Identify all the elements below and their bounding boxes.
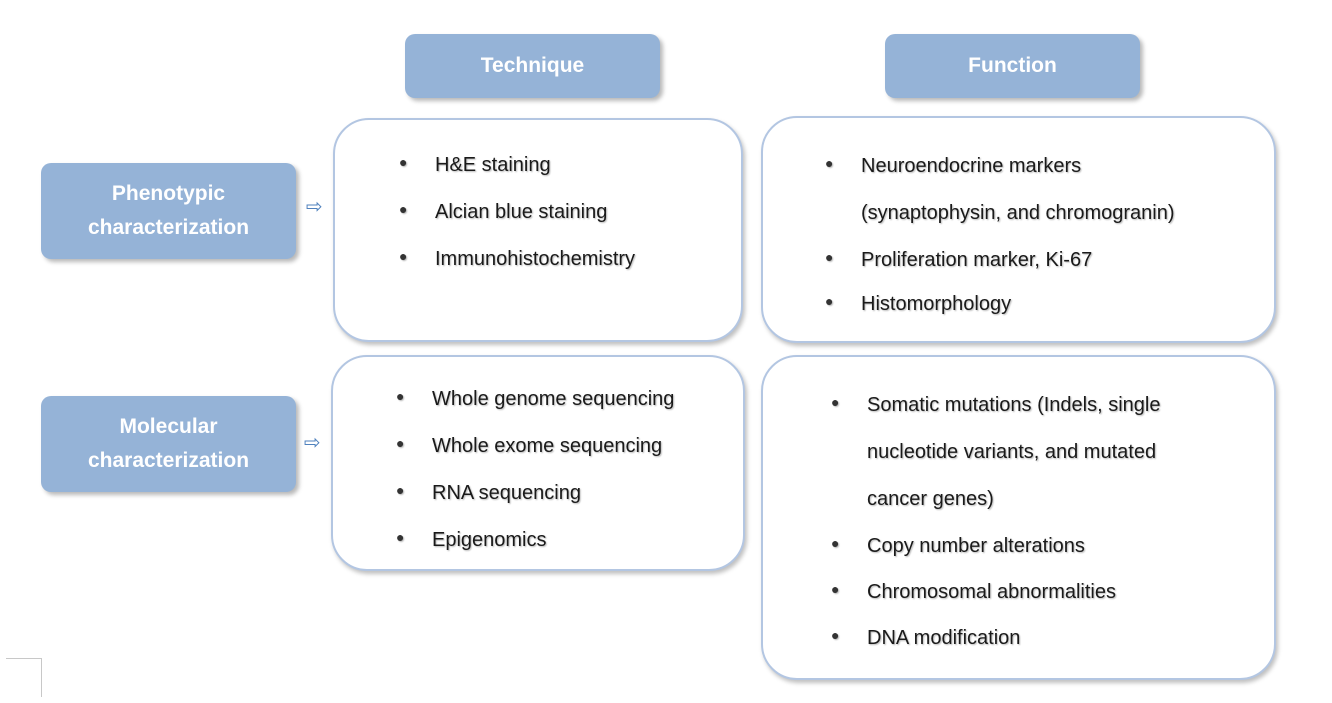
bullet-icon: ● (399, 201, 408, 217)
corner-mark (6, 658, 42, 697)
bullet-icon: ● (831, 581, 840, 597)
molecular-label-line1: Molecular (119, 415, 218, 438)
bullet-icon: ● (831, 394, 840, 410)
function-header: Function (885, 34, 1140, 98)
molecular-technique-box: ●Whole genome sequencing ●Whole exome se… (331, 355, 745, 571)
phenotypic-label-line2: characterization (87, 216, 250, 239)
bullet-icon: ● (396, 435, 405, 451)
technique-header-label: Technique (480, 54, 585, 77)
phenotypic-label-line1: Phenotypic (111, 182, 226, 205)
bullet-icon: ● (396, 482, 405, 498)
technique-header: Technique (405, 34, 660, 98)
molecular-arrow-icon: ⇨ (304, 432, 321, 454)
molecular-function-list: ●Somatic mutations (Indels, single nucle… (829, 394, 1160, 673)
list-item: ●Neuroendocrine markers (825, 155, 1082, 177)
list-item: ●Whole exome sequencing (396, 435, 663, 457)
list-item: ●Whole genome sequencing (396, 388, 675, 410)
list-item: ●Alcian blue staining (399, 201, 608, 223)
molecular-technique-list: ●Whole genome sequencing ●Whole exome se… (394, 388, 674, 576)
list-item: ●Somatic mutations (Indels, single (831, 394, 1161, 416)
list-item: ●DNA modification (831, 627, 1021, 649)
list-item: ●Immunohistochemistry (399, 248, 636, 270)
list-item: ●Chromosomal abnormalities (831, 581, 1116, 603)
bullet-icon: ● (399, 154, 408, 170)
phenotypic-function-list: ●Neuroendocrine markers (synaptophysin, … (823, 155, 1175, 337)
list-item: ●Histomorphology (825, 293, 1012, 315)
list-item: ●RNA sequencing (396, 482, 581, 504)
phenotypic-technique-box: ●H&E staining ●Alcian blue staining ●Imm… (333, 118, 743, 342)
list-item: ●Epigenomics (396, 529, 547, 551)
bullet-icon: ● (825, 293, 834, 309)
bullet-icon: ● (831, 535, 840, 551)
phenotypic-characterization-label: Phenotypic characterization (41, 163, 296, 259)
molecular-function-box: ●Somatic mutations (Indels, single nucle… (761, 355, 1276, 680)
list-item-continuation: (synaptophysin, and chromogranin) (861, 202, 1175, 224)
list-item: ●H&E staining (399, 154, 551, 176)
bullet-icon: ● (396, 529, 405, 545)
molecular-label-line2: characterization (87, 449, 250, 472)
list-item-continuation: cancer genes) (867, 488, 994, 510)
molecular-characterization-label: Molecular characterization (41, 396, 296, 492)
bullet-icon: ● (825, 155, 834, 171)
phenotypic-technique-list: ●H&E staining ●Alcian blue staining ●Imm… (397, 154, 635, 295)
phenotypic-arrow-icon: ⇨ (306, 196, 323, 218)
bullet-icon: ● (396, 388, 405, 404)
function-header-label: Function (968, 54, 1057, 77)
list-item: ●Copy number alterations (831, 535, 1085, 557)
phenotypic-function-box: ●Neuroendocrine markers (synaptophysin, … (761, 116, 1276, 343)
bullet-icon: ● (399, 248, 408, 264)
list-item-continuation: nucleotide variants, and mutated (867, 441, 1157, 463)
bullet-icon: ● (831, 627, 840, 643)
bullet-icon: ● (825, 249, 834, 265)
list-item: ●Proliferation marker, Ki-67 (825, 249, 1093, 271)
